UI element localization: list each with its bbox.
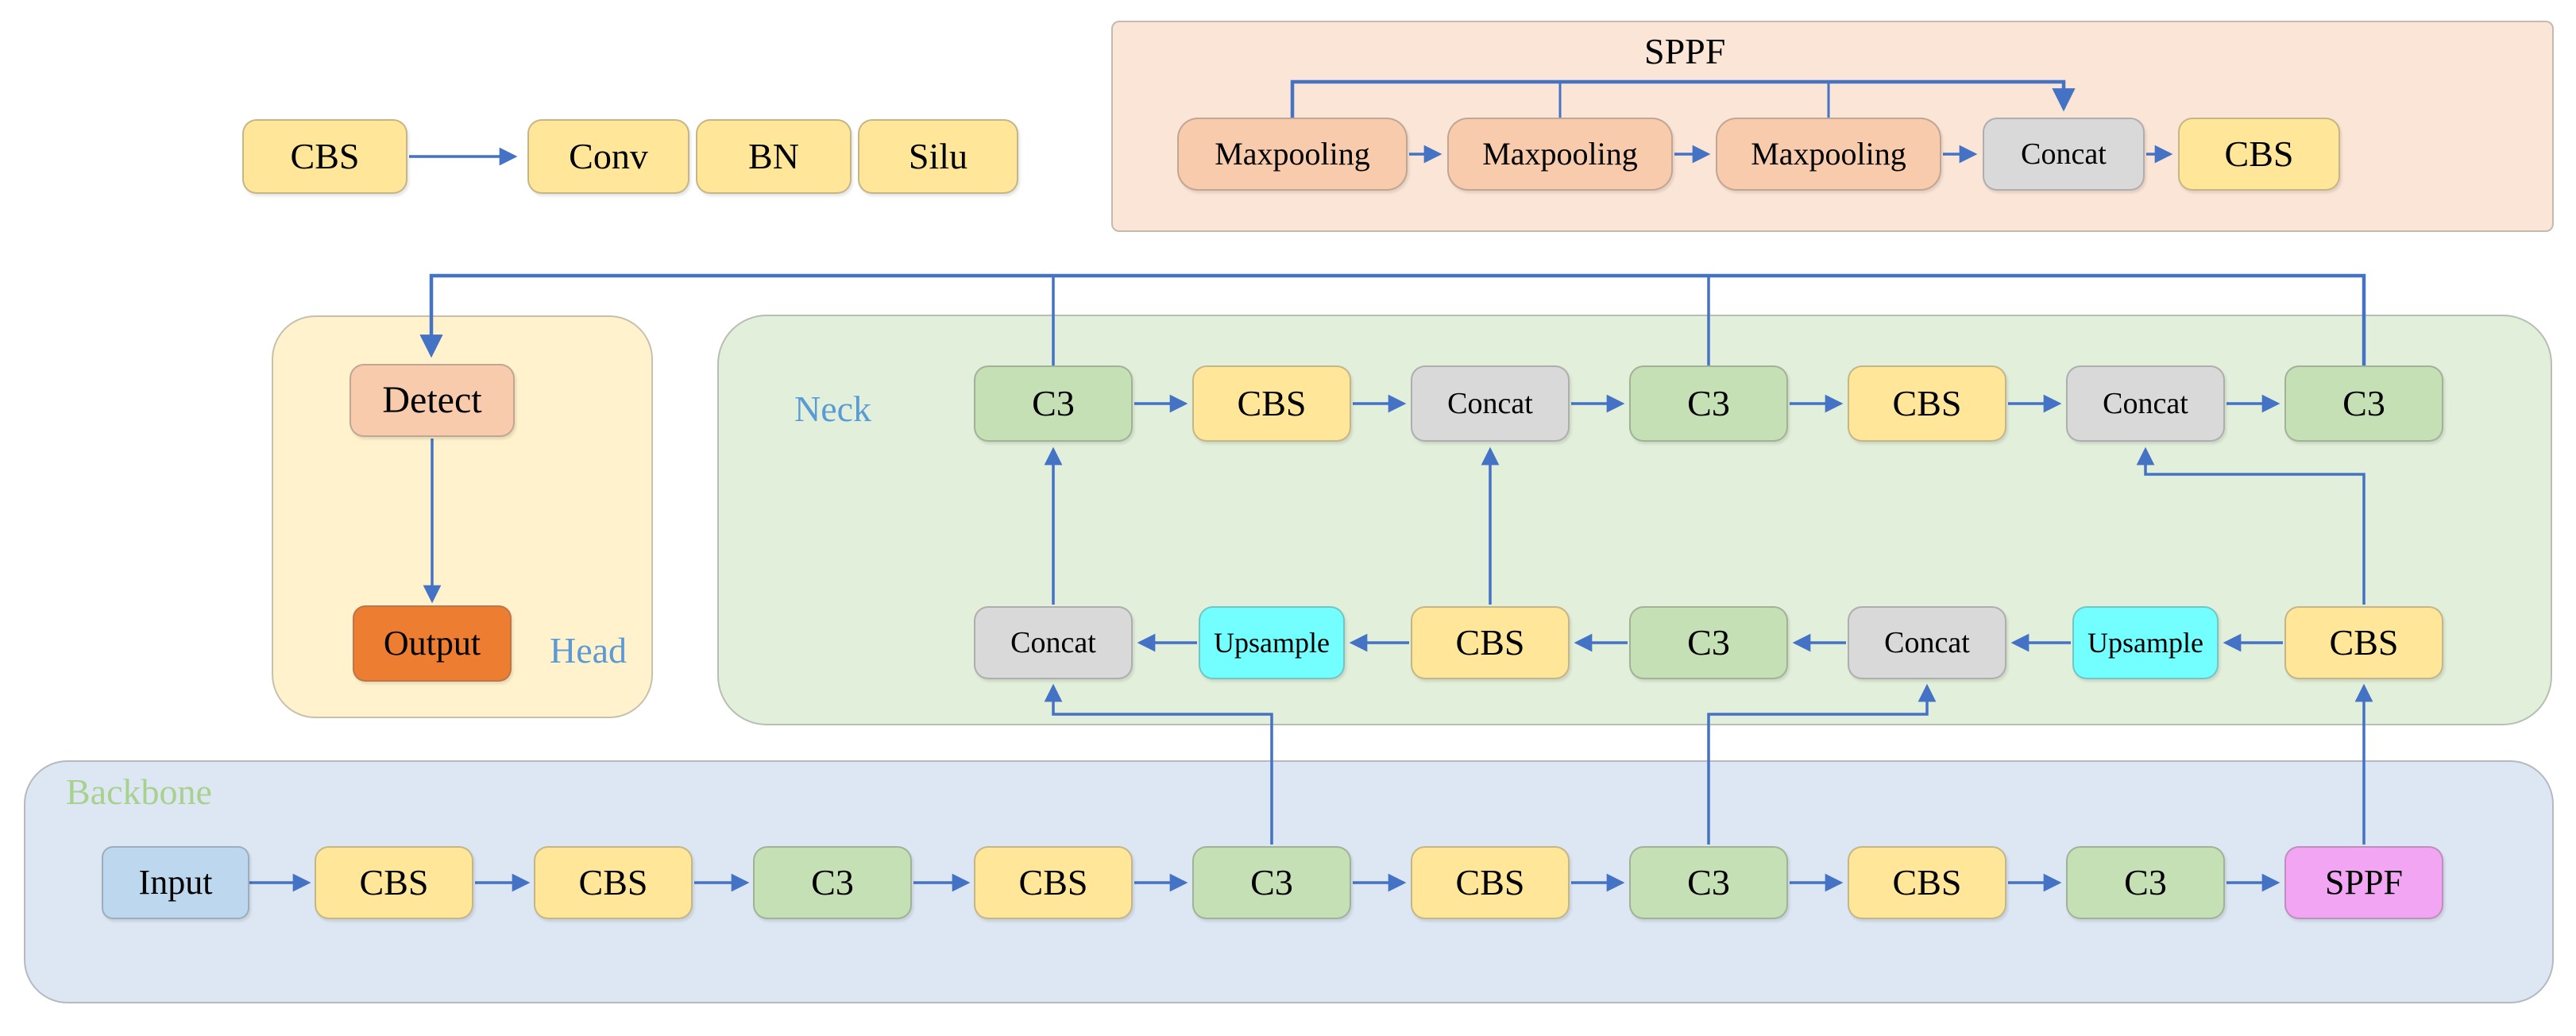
head-panel-label: Head [550, 630, 628, 671]
neck-top-c3-3-box: C3 [2284, 365, 2443, 442]
head-output-box: Output [353, 605, 512, 682]
sppf-maxpool-3-box: Maxpooling [1716, 118, 1941, 191]
neck-bottom-cbs-1-box: CBS [1411, 606, 1570, 679]
neck-bottom-upsample-2-box: Upsample [2072, 606, 2219, 679]
neck-bottom-upsample-1-box: Upsample [1199, 606, 1345, 679]
backbone-cbs-3-box: CBS [974, 846, 1133, 919]
backbone-input-box: Input [102, 846, 249, 919]
backbone-panel-label: Backbone [66, 771, 212, 812]
neck-bottom-concat-1-box: Concat [974, 606, 1133, 679]
backbone-c3-1-box: C3 [753, 846, 912, 919]
backbone-cbs-2-box: CBS [534, 846, 693, 919]
sppf-concat-box: Concat [1983, 118, 2145, 191]
neck-top-c3-2-box: C3 [1629, 365, 1788, 442]
neck-bottom-cbs-2-box: CBS [2284, 606, 2443, 679]
head-detect-box: Detect [350, 364, 515, 437]
backbone-sppf-box: SPPF [2284, 846, 2443, 919]
sppf-panel-title: SPPF [1644, 31, 1726, 72]
neck-top-cbs-1-box: CBS [1192, 365, 1351, 442]
backbone-cbs-5-box: CBS [1848, 846, 2006, 919]
neck-top-concat-1-box: Concat [1411, 365, 1570, 442]
legend-bn-box: BN [696, 119, 852, 194]
sppf-maxpool-1-box: Maxpooling [1177, 118, 1408, 191]
sppf-maxpool-2-box: Maxpooling [1447, 118, 1673, 191]
backbone-c3-4-box: C3 [2066, 846, 2225, 919]
sppf-cbs-box: CBS [2178, 118, 2340, 191]
neck-top-cbs-2-box: CBS [1848, 365, 2006, 442]
legend-silu-box: Silu [858, 119, 1018, 194]
neck-bottom-concat-2-box: Concat [1848, 606, 2006, 679]
neck-bottom-c3-box: C3 [1629, 606, 1788, 679]
neck-top-concat-2-box: Concat [2066, 365, 2225, 442]
backbone-c3-3-box: C3 [1629, 846, 1788, 919]
legend-cbs-box: CBS [242, 119, 407, 194]
backbone-c3-2-box: C3 [1192, 846, 1351, 919]
legend-conv-box: Conv [527, 119, 689, 194]
backbone-cbs-1-box: CBS [315, 846, 473, 919]
backbone-cbs-4-box: CBS [1411, 846, 1570, 919]
neck-panel-label: Neck [794, 388, 872, 429]
neck-top-c3-1-box: C3 [974, 365, 1133, 442]
